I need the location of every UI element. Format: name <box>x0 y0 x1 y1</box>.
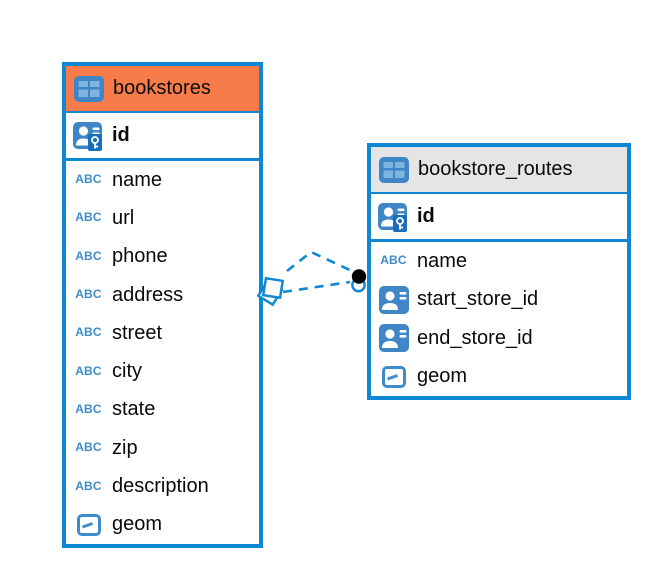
primary-key-row[interactable]: id <box>371 194 627 242</box>
column-name: phone <box>112 245 168 268</box>
column-row-city[interactable]: ABC city <box>66 352 259 391</box>
text-type-icon: ABC <box>75 478 102 493</box>
column-name: end_store_id <box>417 326 533 349</box>
column-row-street[interactable]: ABC street <box>66 314 259 353</box>
text-type-icon: ABC <box>75 210 102 225</box>
table-header-bookstore-routes[interactable]: bookstore_routes <box>371 147 627 194</box>
column-row-geom[interactable]: geom <box>66 505 259 544</box>
column-row-address[interactable]: ABC address <box>66 275 259 315</box>
column-name: city <box>112 360 142 383</box>
column-row-name[interactable]: ABC name <box>66 161 259 200</box>
column-name: zip <box>112 436 138 459</box>
reference-type-icon <box>378 324 409 353</box>
text-type-icon: ABC <box>75 401 102 416</box>
column-name: street <box>112 321 163 344</box>
column-list: ABC name start_store_id <box>371 242 627 396</box>
column-row-description[interactable]: ABC description <box>66 467 259 506</box>
column-row-geom[interactable]: geom <box>371 357 627 396</box>
primary-key-row[interactable]: id <box>66 113 259 161</box>
table-icon <box>378 156 409 183</box>
text-type-icon: ABC <box>75 172 102 187</box>
primary-key-name: id <box>417 205 435 227</box>
reference-type-icon <box>378 285 409 314</box>
column-row-url[interactable]: ABC url <box>66 199 259 238</box>
column-name: url <box>112 206 135 229</box>
text-type-icon: ABC <box>75 287 102 302</box>
primary-key-icon <box>73 121 104 151</box>
entity-table-bookstores[interactable]: bookstores id ABC name ABC url <box>62 62 263 548</box>
text-type-icon: ABC <box>75 440 102 455</box>
column-row-name[interactable]: ABC name <box>371 242 627 281</box>
column-name: geom <box>112 513 163 536</box>
column-name: geom <box>417 365 468 388</box>
column-row-end-store-id[interactable]: end_store_id <box>371 319 627 358</box>
table-header-bookstores[interactable]: bookstores <box>66 66 259 113</box>
text-type-icon: ABC <box>75 325 102 340</box>
column-list: ABC name ABC url ABC phone ABC address A… <box>66 161 259 544</box>
table-title: bookstores <box>113 77 211 99</box>
geometry-type-icon <box>73 513 104 536</box>
column-name: name <box>417 249 468 272</box>
column-name: address <box>112 283 184 306</box>
column-name: name <box>112 168 163 191</box>
column-name: start_store_id <box>417 288 539 311</box>
primary-key-icon <box>378 202 409 232</box>
column-name: state <box>112 398 156 421</box>
text-type-icon: ABC <box>75 363 102 378</box>
text-type-icon: ABC <box>75 248 102 263</box>
entity-table-bookstore-routes[interactable]: bookstore_routes id ABC name <box>367 143 631 400</box>
column-row-zip[interactable]: ABC zip <box>66 429 259 468</box>
column-row-start-store-id[interactable]: start_store_id <box>371 280 627 319</box>
geometry-type-icon <box>378 365 409 388</box>
column-row-state[interactable]: ABC state <box>66 390 259 430</box>
primary-key-name: id <box>112 124 130 146</box>
text-type-icon: ABC <box>380 253 407 268</box>
column-name: description <box>112 475 209 498</box>
table-icon <box>73 75 104 102</box>
table-title: bookstore_routes <box>418 158 573 180</box>
column-row-phone[interactable]: ABC phone <box>66 237 259 276</box>
